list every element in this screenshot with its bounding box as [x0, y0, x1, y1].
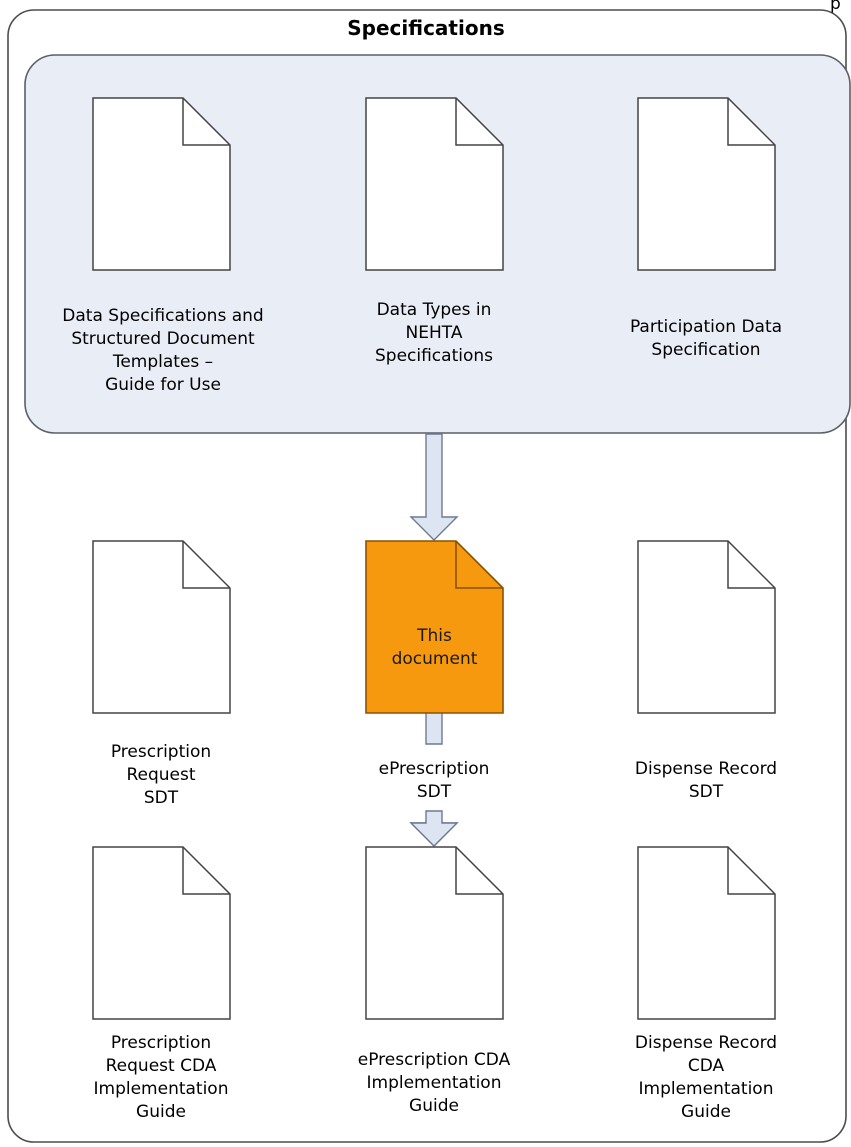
arrow-group-to-eprescription	[409, 433, 459, 541]
document-icon	[365, 846, 504, 1020]
arrow-eprescription-to-cda	[425, 710, 443, 745]
diagram-title: Specifications	[347, 16, 505, 40]
doc-label-eprescription-sdt: ePrescription SDT	[378, 759, 490, 802]
arrow-shaft-lower	[409, 810, 459, 847]
doc-label-data-types: Data Types in NEHTA Specifications	[374, 300, 493, 366]
doc-label-prescription-request-sdt: Prescription Request SDT	[110, 742, 212, 808]
highlighted-document-icon	[365, 540, 504, 714]
doc-label-participation: Participation Data Specification	[629, 317, 783, 360]
doc-label-eprescription-cda: ePrescription CDA Implementation Guide	[357, 1050, 511, 1116]
document-icon	[92, 846, 231, 1020]
doc-label-dispense-record-cda: Dispense Record CDA Implementation Guide	[634, 1033, 778, 1122]
document-icon	[637, 846, 776, 1020]
doc-label-dispense-record-sdt: Dispense Record SDT	[634, 759, 778, 802]
document-icon	[637, 540, 776, 714]
document-icon	[365, 97, 504, 271]
document-icon	[92, 540, 231, 714]
doc-label-prescription-request-cda: Prescription Request CDA Implementation …	[93, 1033, 229, 1122]
doc-label-data-spec-guide: Data Specifications and Structured Docum…	[62, 306, 264, 395]
document-icon	[92, 97, 231, 271]
top-right-text: p	[830, 0, 841, 14]
highlighted-document-text: This document	[391, 626, 478, 669]
document-icon	[637, 97, 776, 271]
